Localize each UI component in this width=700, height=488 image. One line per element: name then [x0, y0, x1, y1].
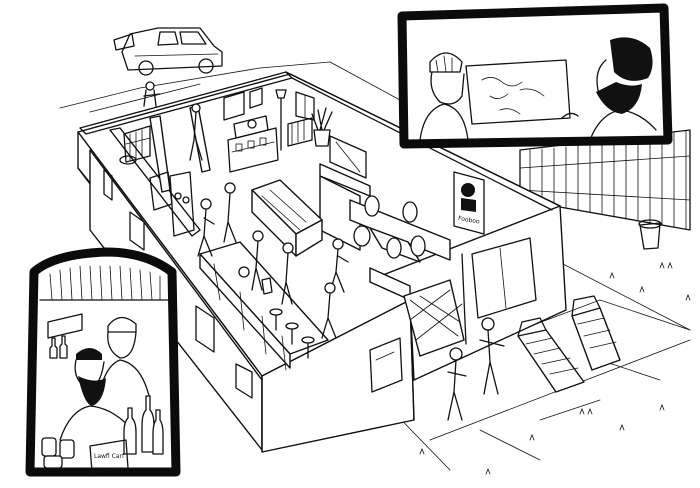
patio [403, 237, 621, 393]
sofa [251, 179, 323, 257]
inset-fridge-scene: Lawfl Carf [25, 247, 181, 477]
wall-poster: Fooboo [453, 171, 485, 235]
living-room-wall-decor [223, 87, 333, 173]
television [319, 135, 371, 197]
dining-area [353, 195, 426, 263]
parked-car [113, 27, 223, 76]
inset-map-scene [397, 3, 673, 149]
people [143, 81, 505, 421]
kitchen-island [199, 241, 329, 371]
interior-walls [109, 105, 451, 301]
wooden-fence [519, 129, 691, 250]
bathroom [119, 125, 195, 237]
grass-tufts [419, 261, 691, 475]
poster-label: Fooboo [457, 215, 480, 226]
bag-label: Lawfl Carf [94, 453, 125, 460]
